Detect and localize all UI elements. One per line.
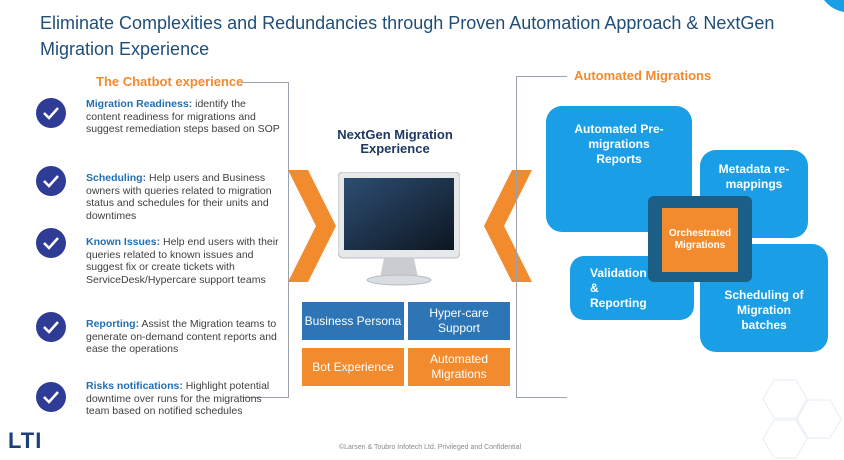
feature-title: Reporting: [86, 318, 140, 330]
box-label: Metadata re-mappings [718, 162, 790, 191]
feature-desc: identify the content readiness for migra… [86, 98, 280, 135]
feature-desc: Help users and Business owners with quer… [86, 172, 272, 222]
chevron-right-icon [288, 170, 336, 282]
tile-hyper-care-support: Hyper-care Support [408, 302, 510, 340]
center-title: NextGen Migration Experience [337, 127, 453, 156]
tile-business-persona: Business Persona [302, 302, 404, 340]
feature-desc: Assist the Migration teams to generate o… [86, 318, 277, 355]
tile-bot-experience: Bot Experience [302, 348, 404, 386]
orchestrated-migrations: Orchestrated Migrations [662, 208, 738, 272]
chevron-left-icon [484, 170, 532, 282]
chatbot-heading: The Chatbot experience [96, 74, 244, 89]
page-title: Eliminate Complexities and Redundancies … [40, 13, 775, 59]
feature-desc: Help end users with their queries relate… [86, 236, 279, 286]
box-label: Automated Pre-migrations Reports [574, 122, 664, 166]
automated-bracket [516, 76, 567, 398]
feature-title: Scheduling: [86, 172, 147, 184]
corner-accent [824, 0, 844, 12]
company-logo: LTI [8, 428, 43, 453]
footer-confidential: ©Larsen & Toubro Infotech Ltd. Privilege… [338, 444, 522, 451]
chatbot-bracket [242, 82, 289, 398]
check-icon [36, 312, 66, 342]
check-icon [36, 228, 66, 258]
feature-title: Known Issues: [86, 236, 161, 248]
box-label: Validation & Reporting [590, 266, 647, 310]
tile-automated-migrations: Automated Migrations [408, 348, 510, 386]
feature-title: Risks notifications: [86, 380, 183, 392]
check-icon [36, 98, 66, 128]
feature-desc: Highlight potential downtime over runs f… [86, 380, 270, 417]
hexagon-pattern [762, 379, 842, 459]
monitor-icon [338, 172, 460, 286]
check-icon [36, 382, 66, 412]
box-label: Scheduling of Migration batches [724, 288, 804, 332]
automated-heading: Automated Migrations [574, 68, 712, 83]
feature-title: Migration Readiness: [86, 98, 193, 110]
check-icon [36, 166, 66, 196]
